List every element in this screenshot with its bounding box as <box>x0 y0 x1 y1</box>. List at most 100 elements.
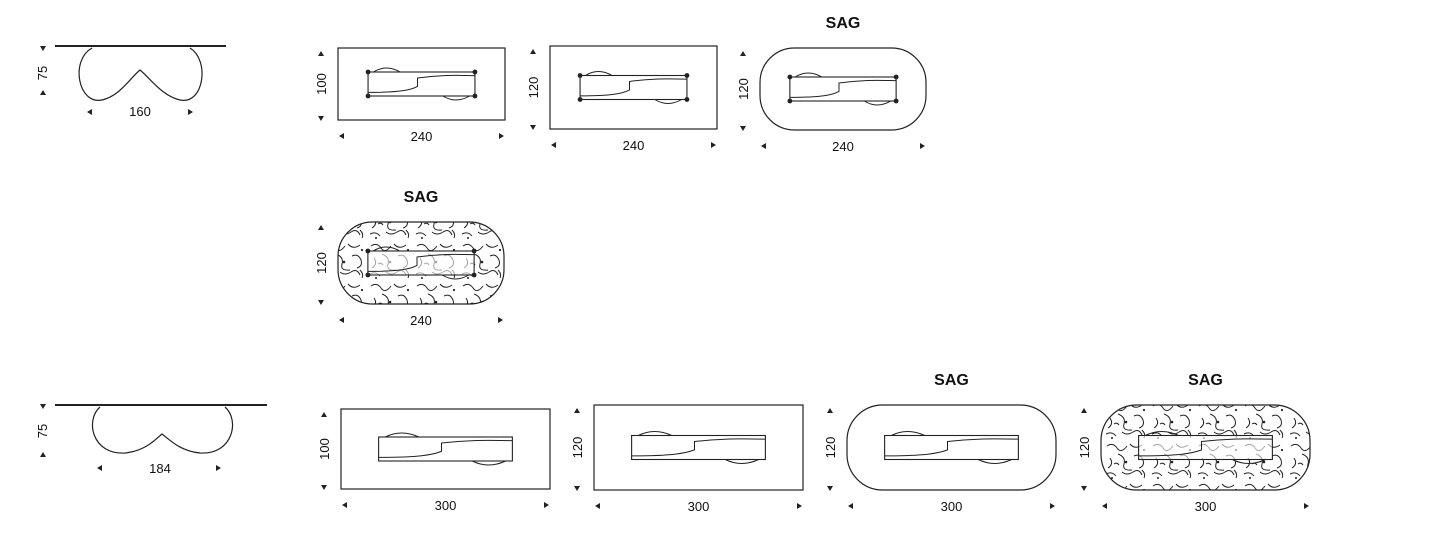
width-label: 300 <box>1195 499 1217 514</box>
width-label: 300 <box>435 498 457 513</box>
arrow-up-icon <box>530 49 536 54</box>
arrow-left-icon <box>342 502 347 508</box>
infinity-base <box>78 47 203 101</box>
base-loop <box>891 431 1012 464</box>
arrow-up-icon <box>740 51 746 56</box>
plan-rounded: 120 300 SAG <box>823 372 1057 514</box>
base-frame <box>789 76 897 102</box>
top-view-plans: 100240120240120240SAG120240SAG1003001203… <box>314 15 1311 514</box>
base-foot <box>893 74 899 80</box>
base-frame <box>367 71 476 97</box>
arrow-right-icon <box>498 317 503 323</box>
arrow-left-icon <box>848 503 853 509</box>
base-foot <box>787 98 793 104</box>
width-label: 240 <box>623 138 645 153</box>
plan-rounded: 120 240 SAG <box>736 15 927 154</box>
base-foot <box>365 272 371 278</box>
plan-rectangle: 120 240 <box>526 45 718 153</box>
base-loop <box>385 432 506 466</box>
tabletop-outline <box>593 404 804 491</box>
arrow-left-icon <box>551 142 556 148</box>
tabletop-outline <box>337 47 506 121</box>
arrow-right-icon <box>920 143 925 149</box>
width-label: 240 <box>832 139 854 154</box>
base-loop <box>638 431 759 464</box>
sag-label: SAG <box>934 372 969 389</box>
arrow-down-icon <box>740 126 746 131</box>
arrow-down-icon <box>40 90 46 95</box>
arrow-up-icon <box>318 225 324 230</box>
arrow-left-icon <box>97 465 102 471</box>
arrow-down-icon <box>318 116 324 121</box>
side-view-160: 75 160 <box>35 45 226 119</box>
arrow-down-icon <box>574 486 580 491</box>
base-foot <box>471 272 477 278</box>
width-label: 300 <box>941 499 963 514</box>
arrow-up-icon <box>574 408 580 413</box>
base-curve <box>884 438 1019 457</box>
base-loop <box>1145 431 1266 464</box>
width-label: 300 <box>688 499 710 514</box>
base-foot <box>684 73 690 78</box>
tabletop-outline <box>759 47 927 131</box>
base-frame <box>579 74 688 101</box>
base-curve <box>631 438 766 457</box>
base-foot <box>684 97 690 102</box>
arrow-down-icon <box>40 452 46 457</box>
arrow-left-icon <box>595 503 600 509</box>
base-loop <box>794 72 892 106</box>
base-curve <box>789 79 897 98</box>
base-curve <box>367 253 475 272</box>
arrow-right-icon <box>216 465 221 471</box>
arrow-up-icon <box>321 412 327 417</box>
arrow-up-icon <box>827 408 833 413</box>
depth-label: 100 <box>317 438 332 460</box>
arrow-left-icon <box>87 109 92 115</box>
arrow-left-icon <box>339 317 344 323</box>
depth-label: 120 <box>823 437 838 459</box>
depth-label: 120 <box>736 78 751 100</box>
arrow-left-icon <box>1102 503 1107 509</box>
base-foot <box>577 73 583 78</box>
height-label: 75 <box>35 66 50 80</box>
base-foot <box>472 69 478 75</box>
arrow-up-icon <box>318 51 324 56</box>
base-foot <box>365 93 371 99</box>
base-frame <box>378 436 513 462</box>
arrow-right-icon <box>544 502 549 508</box>
arrow-right-icon <box>797 503 802 509</box>
arrow-right-icon <box>188 109 193 115</box>
tabletop-outline <box>340 408 551 490</box>
arrow-down-icon <box>321 485 327 490</box>
base-curve <box>378 439 513 458</box>
base-foot <box>365 248 371 254</box>
tabletop-outline <box>846 404 1057 491</box>
sag-label: SAG <box>826 15 861 32</box>
arrow-up-icon <box>40 404 46 409</box>
width-label: 184 <box>149 461 171 476</box>
plan-rectangle: 100 300 <box>317 408 551 513</box>
arrow-down-icon <box>827 486 833 491</box>
sag-label: SAG <box>404 189 439 206</box>
arrow-left-icon <box>761 143 766 149</box>
tabletop-outline <box>549 45 718 130</box>
base-foot <box>577 97 583 102</box>
arrow-left-icon <box>339 133 344 139</box>
depth-label: 120 <box>314 252 329 274</box>
depth-label: 120 <box>526 77 541 99</box>
width-label: 160 <box>129 104 151 119</box>
base-loop <box>372 246 470 280</box>
base-foot <box>787 74 793 80</box>
arrow-right-icon <box>711 142 716 148</box>
arrow-down-icon <box>530 125 536 130</box>
arrow-right-icon <box>499 133 504 139</box>
height-label: 75 <box>35 424 50 438</box>
width-label: 240 <box>411 129 433 144</box>
arrow-up-icon <box>40 46 46 51</box>
depth-label: 120 <box>570 437 585 459</box>
side-view-184: 75 184 <box>35 404 267 476</box>
base-foot <box>472 93 478 99</box>
